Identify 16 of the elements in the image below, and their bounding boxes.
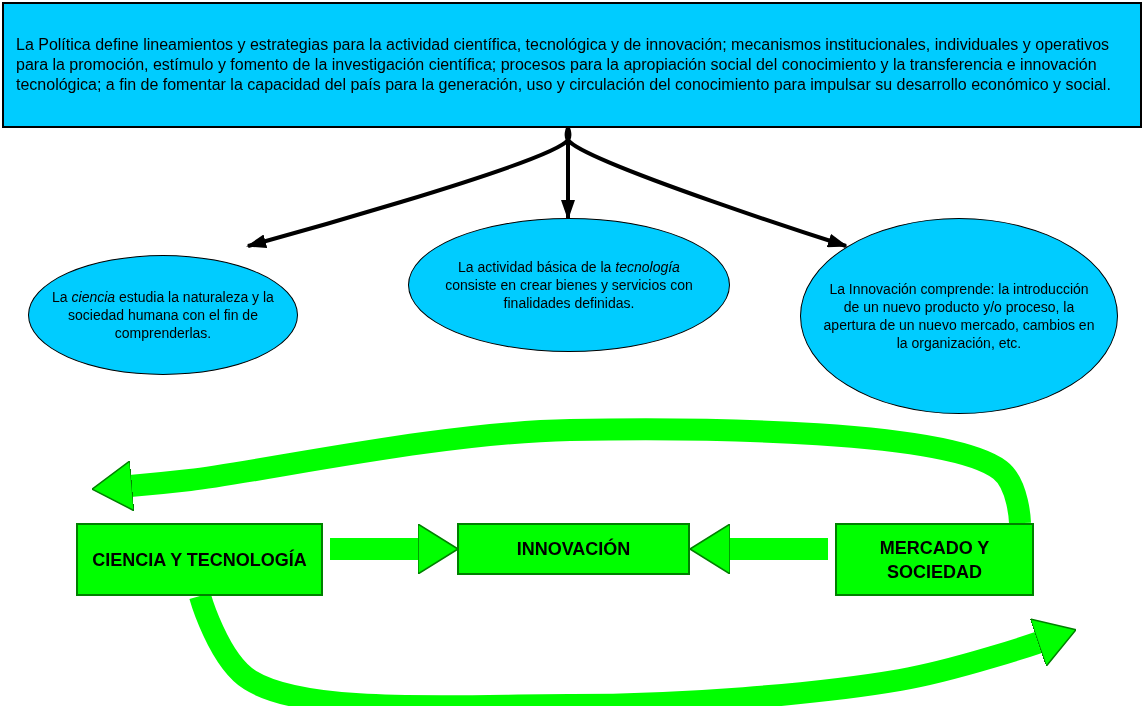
arrow — [561, 128, 575, 220]
block-arrow — [689, 523, 828, 575]
process-box — [76, 523, 323, 596]
arrow — [564, 127, 848, 248]
box-label: MERCADO Y SOCIEDAD — [878, 536, 991, 584]
box-label: INNOVACIÓN — [516, 537, 631, 561]
description-text: La Política define lineamientos y estrategias para la actividad científica, tecnológica y de innovación; mecanismos institucionales, individuales y operativos para la promoción, estímulo y fomento de la investigación científica; procesos para la apropiación social del conocimiento y la transferencia e innovación tecnológica; a fin de fomentar la capacidad del país para la generación, uso y circulación del conocimiento para impulsar su desarrollo económico y social. — [16, 35, 1112, 95]
process-box — [457, 523, 690, 575]
box-label: CIENCIA Y TECNOLOGÍA — [92, 548, 307, 572]
arrow — [246, 127, 572, 248]
block-arrow — [330, 523, 459, 575]
policy-text-box — [2, 2, 1142, 128]
description-text: La actividad básica de la tecnología consiste en crear bienes y servicios con finalidades definidas. — [444, 258, 694, 312]
description-text: La ciencia estudia la naturaleza y la sociedad humana con el fin de comprenderlas. — [51, 288, 275, 342]
process-box — [835, 523, 1034, 596]
description-text: La Innovación comprende: la introducción de un nuevo producto y/o proceso, la apertura de un nuevo mercado, cambios en la organización, etc. — [823, 280, 1095, 352]
